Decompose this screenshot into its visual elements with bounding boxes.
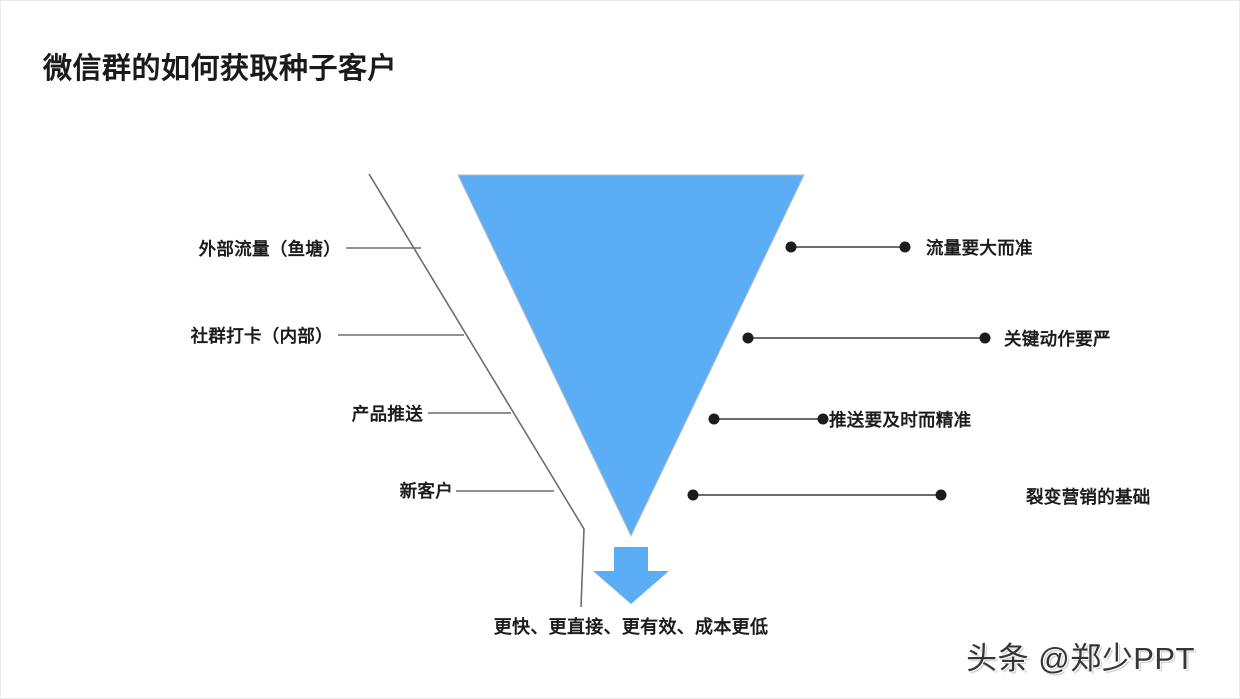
watermark: 头条 @郑少PPT [966, 641, 1195, 676]
point-label-traffic-big-accurate: 流量要大而准 [926, 238, 1033, 258]
page-title: 微信群的如何获取种子客户 [43, 53, 398, 85]
right-connector-1 [785, 241, 911, 253]
right-connector-2 [742, 332, 991, 344]
stage-label-product-push: 产品推送 [351, 404, 423, 424]
stage-label-new-customer: 新客户 [399, 481, 453, 501]
funnel-caption: 更快、更直接、更有效、成本更低 [1, 613, 1239, 639]
stage-label-external-traffic: 外部流量（鱼塘） [198, 239, 341, 259]
right-connector-3 [708, 413, 829, 425]
point-label-fission-marketing-base: 裂变营销的基础 [1026, 487, 1151, 507]
right-connector-4 [687, 489, 947, 501]
point-label-key-action-strict: 关键动作要严 [1004, 329, 1111, 349]
left-guide-line [368, 173, 585, 608]
funnel-triangle [457, 174, 805, 538]
funnel-down-arrow-icon [593, 547, 669, 604]
stage-label-community-checkin: 社群打卡（内部） [190, 326, 333, 346]
funnel-caption-text: 更快、更直接、更有效、成本更低 [493, 617, 769, 637]
point-label-push-timely-precise: 推送要及时而精准 [829, 410, 972, 430]
